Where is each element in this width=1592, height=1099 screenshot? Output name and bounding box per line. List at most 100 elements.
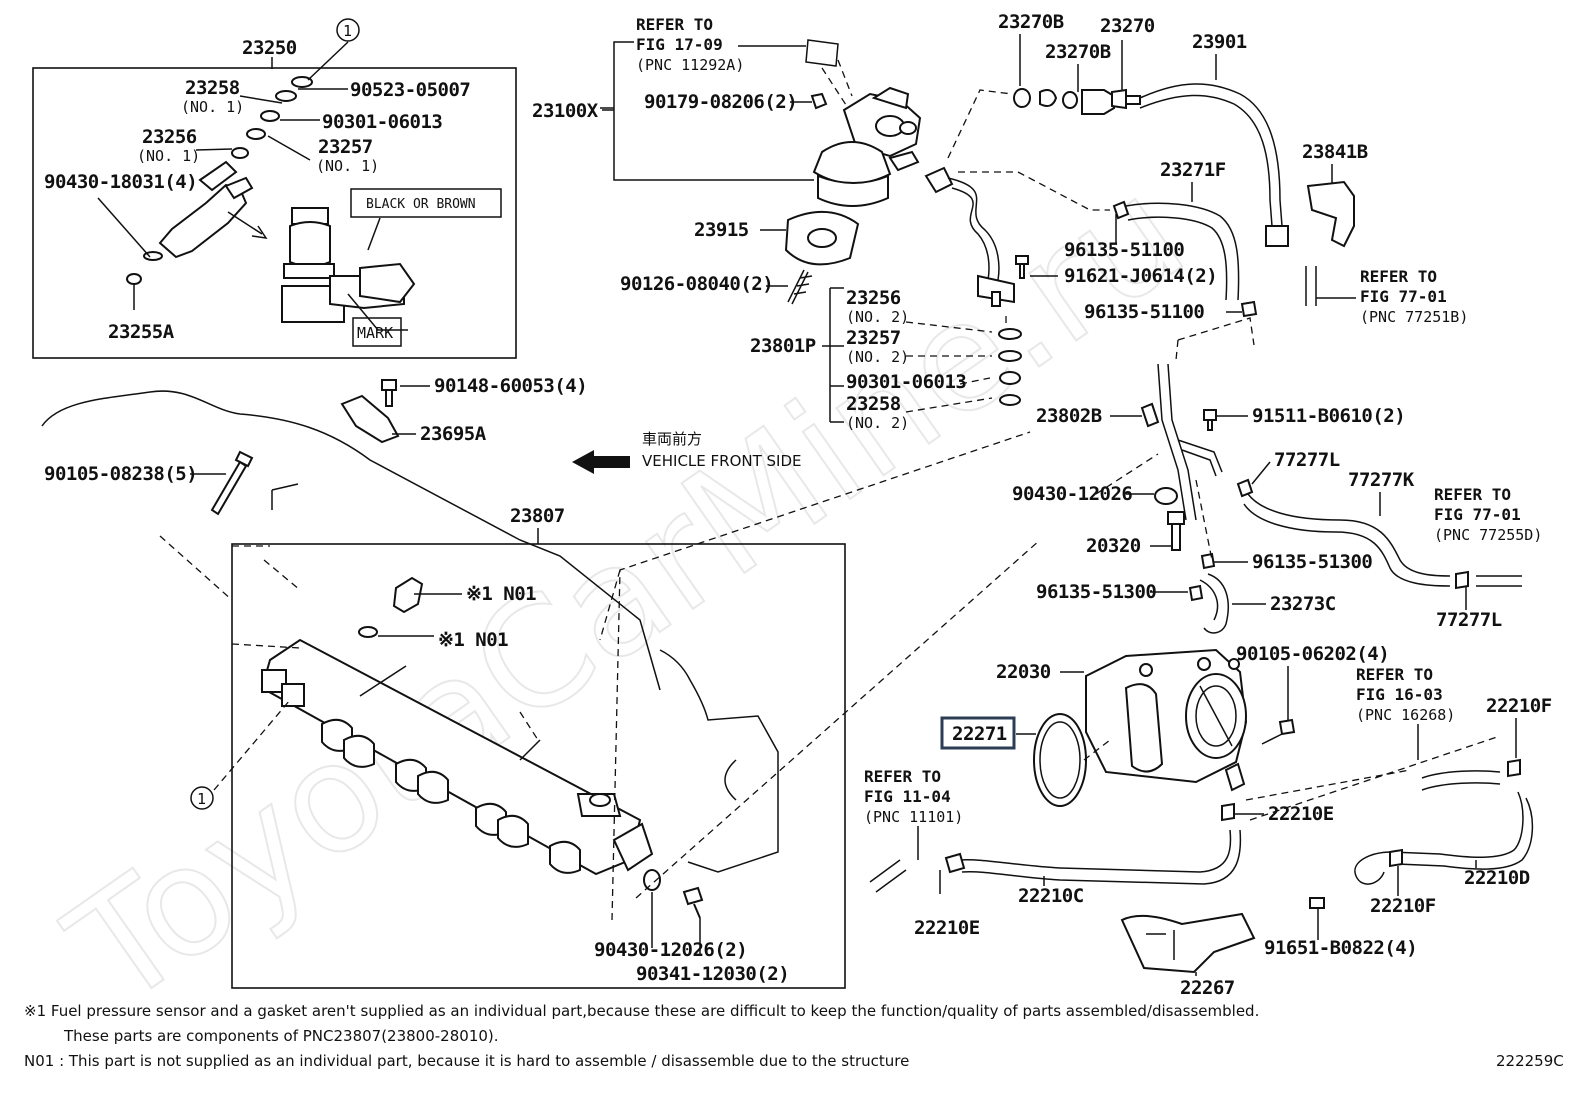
label-23801P: 23801P	[750, 335, 816, 357]
engine-outline	[41, 390, 661, 691]
fuel-injector-illustration	[126, 76, 313, 285]
label-23257-no1: (NO. 1)	[316, 157, 379, 175]
label-96135-51100-a: 96135-51100	[1064, 239, 1184, 261]
diagram-code: 222259C	[1496, 1052, 1564, 1070]
fuel-pump-illustration	[784, 86, 922, 266]
vehicle-front-arrow	[572, 450, 630, 474]
label-n01-b: ※1 N01	[438, 629, 508, 651]
label-22210D: 22210D	[1464, 867, 1530, 889]
label-90148-60053: 90148-60053(4)	[434, 375, 587, 397]
injector-side-view	[281, 207, 416, 331]
label-front-jp: 車両前方	[642, 430, 702, 448]
injector-detail-box: BLACK OR BROWN MARK	[32, 41, 517, 359]
refer-fig-77-01-d-line2: FIG 77-01	[1434, 505, 1521, 524]
label-91621-J0614: 91621-J0614(2)	[1064, 265, 1217, 287]
bracket-22267	[1120, 912, 1256, 974]
label-23258-no1: (NO. 1)	[181, 98, 244, 116]
label-22267: 22267	[1180, 977, 1235, 999]
label-23915: 23915	[694, 219, 749, 241]
label-mark: MARK	[357, 324, 393, 342]
refer-fig-77-01-d-line1: REFER TO	[1434, 485, 1511, 504]
callout-1-bottom: 1	[197, 790, 206, 808]
refer-fig-11-04-line2: FIG 11-04	[864, 787, 951, 806]
label-23257: 23257	[318, 136, 373, 158]
highlight-box-22271[interactable]	[940, 716, 1016, 750]
label-22210F-1: 22210F	[1486, 695, 1552, 717]
refer-fig-11-04-line1: REFER TO	[864, 767, 941, 786]
label-90105-06202: 90105-06202(4)	[1236, 643, 1389, 665]
label-23901: 23901	[1192, 31, 1247, 53]
label-90126-08040: 90126-08040(2)	[620, 273, 773, 295]
fuel-pressure-sensor	[392, 576, 424, 614]
refer-fig-17-09-line1: REFER TO	[636, 15, 713, 34]
label-23270: 23270	[1100, 15, 1155, 37]
label-23256-no2-sub: (NO. 2)	[846, 308, 909, 326]
label-23257-no2: 23257	[846, 327, 901, 349]
refer-fig-77-01-b-line3: (PNC 77251B)	[1360, 308, 1468, 326]
label-20320: 20320	[1086, 535, 1141, 557]
label-90301-06013-a: 90301-06013	[322, 111, 442, 133]
label-23100X: 23100X	[532, 100, 599, 122]
label-90523-05007: 90523-05007	[350, 79, 470, 101]
label-96135-51100-b: 96135-51100	[1084, 301, 1204, 323]
label-23257-no2-sub: (NO. 2)	[846, 348, 909, 366]
fuel-rail-box	[231, 543, 846, 989]
fuel-rail-illustration	[260, 638, 654, 876]
footnote-line-1: ※1 Fuel pressure sensor and a gasket are…	[24, 1002, 1259, 1020]
throttle-body-illustration	[1085, 648, 1248, 792]
refer-fig-77-01-b-line1: REFER TO	[1360, 267, 1437, 286]
refer-fig-16-03-line3: (PNC 16268)	[1356, 706, 1455, 724]
label-23695A: 23695A	[420, 423, 487, 445]
label-23256: 23256	[142, 126, 197, 148]
label-23273C: 23273C	[1270, 593, 1336, 615]
manifold-outline	[659, 649, 779, 873]
refer-fig-17-09-line3: (PNC 11292A)	[636, 56, 744, 74]
label-22271[interactable]: 22271	[952, 723, 1007, 745]
label-90430-18031: 90430-18031(4)	[44, 171, 197, 193]
refer-fig-16-03-line2: FIG 16-03	[1356, 685, 1443, 704]
label-23841B: 23841B	[1302, 141, 1368, 163]
gasket-22271	[1033, 713, 1087, 807]
label-23258: 23258	[185, 77, 240, 99]
footnote-line-3: N01 : This part is not supplied as an in…	[24, 1052, 909, 1070]
label-90430-12026-a: 90430-12026	[1012, 483, 1132, 505]
label-96135-51300-a: 96135-51300	[1252, 551, 1372, 573]
label-23802B: 23802B	[1036, 405, 1102, 427]
label-23807: 23807	[510, 505, 565, 527]
label-23270B-2: 23270B	[1045, 41, 1111, 63]
label-22210E-1: 22210E	[1268, 803, 1334, 825]
label-front-en: VEHICLE FRONT SIDE	[642, 452, 802, 470]
refer-fig-11-04-line3: (PNC 11101)	[864, 808, 963, 826]
label-90179-08206: 90179-08206(2)	[644, 91, 797, 113]
footnote-line-2: These parts are components of PNC23807(2…	[63, 1027, 499, 1045]
label-22210F-2: 22210F	[1370, 895, 1436, 917]
refer-fig-16-03-line1: REFER TO	[1356, 665, 1433, 684]
label-22030: 22030	[996, 661, 1051, 683]
label-77277K: 77277K	[1348, 469, 1415, 491]
label-91651-B0822: 91651-B0822(4)	[1264, 937, 1417, 959]
label-23256-no2: 23256	[846, 287, 901, 309]
bracket-23695A	[340, 394, 400, 444]
label-23258-no2-sub: (NO. 2)	[846, 414, 909, 432]
refer-fig-77-01-b-line2: FIG 77-01	[1360, 287, 1447, 306]
label-77277L-2: 77277L	[1436, 609, 1502, 631]
pressure-regulator-illustration	[1013, 88, 1141, 115]
label-77277L-1: 77277L	[1274, 449, 1340, 471]
label-23270B-1: 23270B	[998, 11, 1064, 33]
label-91511-B0610: 91511-B0610(2)	[1252, 405, 1405, 427]
label-90430-12026-b: 90430-12026(2)	[594, 939, 747, 961]
label-90341-12030: 90341-12030(2)	[636, 963, 789, 985]
label-23255A: 23255A	[108, 321, 175, 343]
label-22210C: 22210C	[1018, 885, 1084, 907]
label-96135-51300-b: 96135-51300	[1036, 581, 1156, 603]
label-90105-08238: 90105-08238(5)	[44, 463, 197, 485]
label-23250: 23250	[242, 37, 297, 59]
label-90301-06013-b: 90301-06013	[846, 371, 966, 393]
label-n01-a: ※1 N01	[466, 583, 536, 605]
refer-fig-77-01-d-line3: (PNC 77255D)	[1434, 526, 1542, 544]
callout-1-top: 1	[343, 22, 352, 40]
label-23258-no2: 23258	[846, 393, 901, 415]
mark-box	[352, 317, 402, 347]
refer-fig-17-09-line2: FIG 17-09	[636, 35, 723, 54]
